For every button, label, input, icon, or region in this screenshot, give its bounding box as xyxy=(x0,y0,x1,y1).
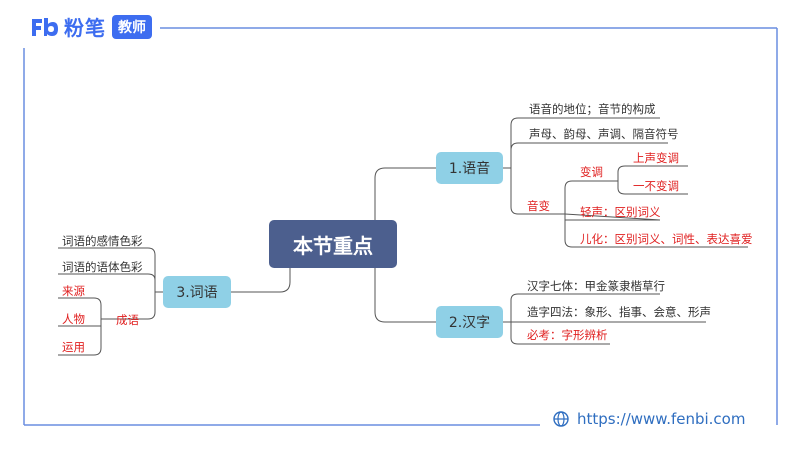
globe-icon xyxy=(553,411,569,427)
branch-node-ciyu: 3.词语 xyxy=(163,276,231,308)
fb-logo-icon xyxy=(30,16,60,38)
leaf-hanzi-qiti: 汉字七体：甲金篆隶楷草行 xyxy=(527,279,665,293)
leaf-yibu-biandiao: 一不变调 xyxy=(633,179,679,193)
leaf-erhua: 儿化：区别词义、词性、表达喜爱 xyxy=(580,232,753,246)
leaf-shangsheng-biandiao: 上声变调 xyxy=(633,151,679,165)
leaf-yuyin-initials: 声母、韵母、声调、隔音符号 xyxy=(529,127,679,141)
leaf-chengyu-yunyong: 运用 xyxy=(62,340,85,354)
leaf-chengyu: 成语 xyxy=(116,313,139,327)
leaf-qingsheng: 轻声：区别词义 xyxy=(580,205,661,219)
branch-node-hanzi: 2.汉字 xyxy=(436,306,503,338)
center-node: 本节重点 xyxy=(269,220,397,268)
leaf-ciyu-yuti: 词语的语体色彩 xyxy=(62,260,143,274)
branch-node-yuyin: 1.语音 xyxy=(436,152,503,184)
leaf-ciyu-ganqing: 词语的感情色彩 xyxy=(62,234,143,248)
leaf-biandiao: 变调 xyxy=(580,165,603,179)
mindmap-connectors xyxy=(58,117,748,356)
leaf-chengyu-renwu: 人物 xyxy=(62,312,85,326)
leaf-hanzi-zaozi: 造字四法：象形、指事、会意、形声 xyxy=(527,305,711,319)
footer-url-text[interactable]: https://www.fenbi.com xyxy=(577,410,746,428)
brand-header: 粉笔 教师 xyxy=(30,12,152,41)
leaf-yuyin-status: 语音的地位；音节的构成 xyxy=(529,102,656,116)
slide-frame xyxy=(23,27,778,426)
leaf-hanzi-bikao: 必考：字形辨析 xyxy=(527,328,608,342)
footer-url: https://www.fenbi.com xyxy=(553,410,745,428)
brand-name: 粉笔 xyxy=(64,16,106,40)
brand-badge: 教师 xyxy=(112,14,152,39)
leaf-chengyu-laiyuan: 来源 xyxy=(62,284,85,298)
leaf-bianyin: 音变 xyxy=(527,199,550,213)
